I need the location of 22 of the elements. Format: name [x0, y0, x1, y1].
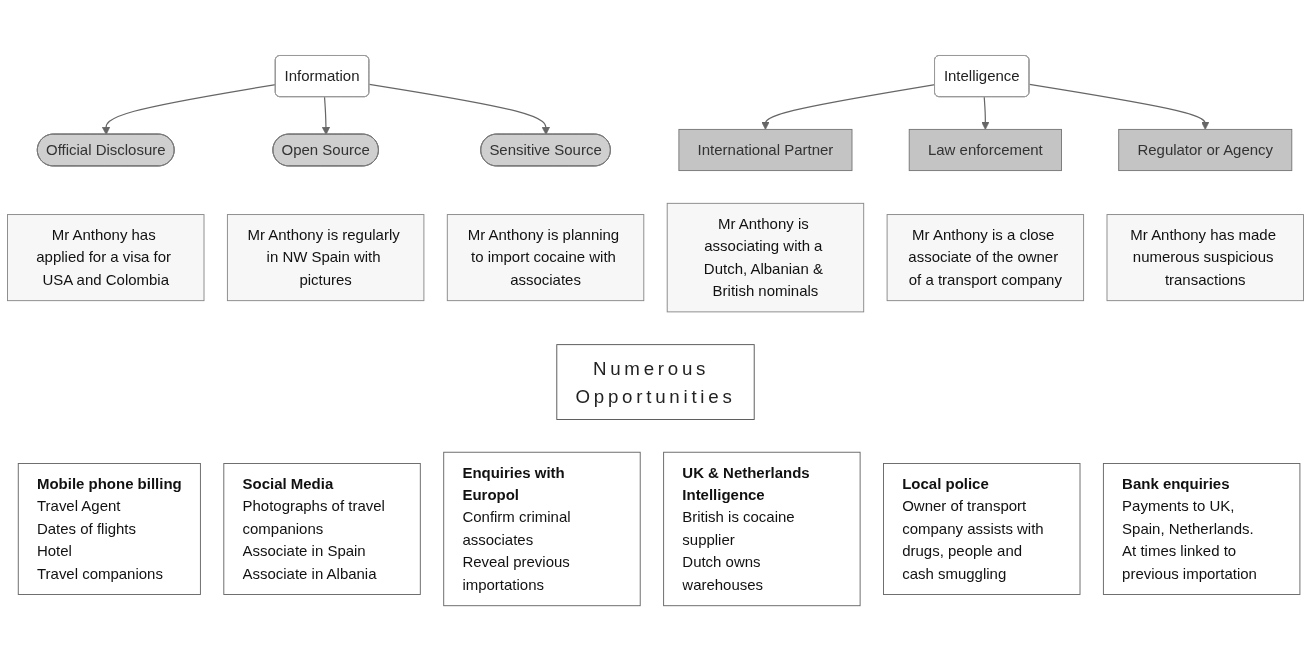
node-box: Mr Anthony is a close associate of the owner of a transport company	[886, 214, 1085, 302]
arrow	[368, 83, 550, 135]
node-box: Regulator or Agency	[1118, 128, 1293, 171]
node-box: Law enforcement	[908, 128, 1062, 171]
node-box: Bank enquiries Payments to UK, Spain, Netherlands. At times linked to previous importation	[1102, 462, 1301, 595]
node-box: Mr Anthony has made numerous suspicious transactions	[1106, 214, 1304, 302]
node-box: Mr Anthony is planning to import cocaine with associates	[446, 214, 645, 302]
arrow	[1028, 83, 1210, 130]
node-box: Mobile phone billing Travel Agent Dates of flights Hotel Travel companions	[17, 462, 201, 595]
node-box: International Partner	[678, 128, 853, 171]
arrow	[101, 83, 277, 135]
node-box: Mr Anthony is regularly in NW Spain with pictures	[226, 214, 425, 302]
node-box: Numerous Opportunities	[556, 344, 755, 420]
node-box: UK & Netherlands Intelligence British is cocaine supplier Dutch owns warehouses	[663, 451, 861, 607]
node-box: Enquiries with Europol Confirm criminal associates Reveal previous importations	[443, 451, 641, 607]
node-box: Social Media Photographs of travel companions Associate in Spain Associate in Albania	[223, 462, 421, 595]
arrow	[981, 96, 990, 130]
node-box: Mr Anthony is associating with a Dutch, Albanian & British nominals	[666, 202, 865, 313]
arrow	[321, 96, 331, 135]
node-box: Mr Anthony has applied for a visa for USA and Colombia	[7, 214, 205, 302]
arrow	[761, 83, 936, 130]
node-box: Local police Owner of transport company assists with drugs, people and cash smuggling	[883, 462, 1081, 595]
